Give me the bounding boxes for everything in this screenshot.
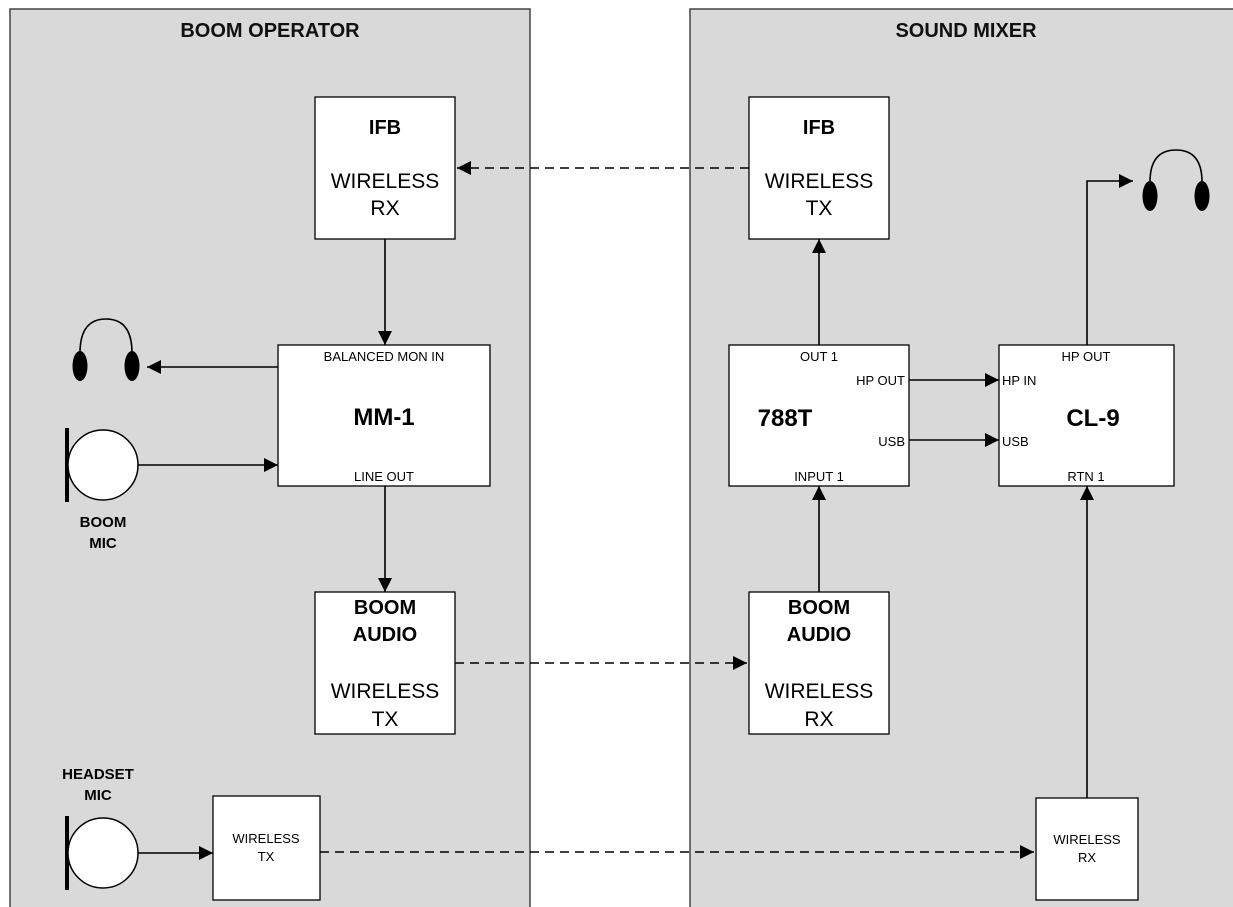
ifb-tx-line1: WIRELESS	[765, 170, 874, 193]
boom-mic-label-line2: MIC	[89, 535, 117, 552]
t788-hp-out-label: HP OUT	[856, 373, 905, 388]
headset-tx-line1: WIRELESS	[232, 831, 300, 846]
ifb-rx-line2: RX	[370, 197, 399, 220]
sound-mixer-title: SOUND MIXER	[895, 20, 1037, 42]
t788-usb-label: USB	[878, 434, 905, 449]
mm1-title: MM-1	[353, 404, 414, 431]
cl9-hp-out-label: HP OUT	[1062, 349, 1111, 364]
microphone-icon	[65, 428, 139, 502]
headset-rx-line2: RX	[1078, 850, 1096, 865]
mm1-balanced-mon-in-label: BALANCED MON IN	[324, 349, 445, 364]
boom-audio-tx-line1: BOOM	[354, 597, 416, 619]
t788-input1-label: INPUT 1	[794, 469, 844, 484]
mixer-headphones-icon	[1142, 149, 1210, 211]
headset-rx-line1: WIRELESS	[1053, 832, 1121, 847]
t788-title: 788T	[758, 405, 813, 432]
headset-tx-line2: TX	[258, 849, 275, 864]
headset-mic-label-line2: MIC	[84, 787, 112, 804]
boom-audio-rx-line3: WIRELESS	[765, 680, 874, 703]
boom-audio-tx-line4: TX	[372, 708, 399, 731]
cl9-box: HP OUT HP IN CL-9 USB RTN 1	[998, 344, 1175, 487]
boom-audio-rx-line2: AUDIO	[787, 624, 851, 646]
boom-audio-wireless-tx-box: BOOM AUDIO WIRELESS TX	[314, 591, 456, 735]
cl9-to-headphones-arrow	[1086, 174, 1133, 345]
cl9-rtn1-label: RTN 1	[1067, 469, 1104, 484]
ifb-rx-title: IFB	[369, 117, 401, 139]
ifb-tx-title: IFB	[803, 117, 835, 139]
boom-audio-rx-line1: BOOM	[788, 597, 850, 619]
boom-operator-title: BOOM OPERATOR	[180, 20, 360, 42]
cl9-hp-in-label: HP IN	[1002, 373, 1036, 388]
boom-audio-tx-line3: WIRELESS	[331, 680, 440, 703]
ifb-wireless-tx-box: IFB WIRELESS TX	[748, 96, 890, 240]
mm1-line-out-label: LINE OUT	[354, 469, 414, 484]
ifb-tx-line2: TX	[806, 197, 833, 220]
boom-audio-rx-line4: RX	[804, 708, 833, 731]
headset-mic-label-line1: HEADSET	[62, 766, 134, 783]
boom-mic-label-line1: BOOM	[80, 514, 127, 531]
mm1-box: BALANCED MON IN MM-1 LINE OUT	[277, 344, 491, 487]
recorder-788t-box: OUT 1 HP OUT 788T USB INPUT 1	[728, 344, 910, 487]
ifb-rx-line1: WIRELESS	[331, 170, 440, 193]
headset-wireless-rx-box: WIRELESS RX	[1035, 797, 1139, 901]
cl9-usb-label: USB	[1002, 434, 1029, 449]
boom-audio-wireless-rx-box: BOOM AUDIO WIRELESS RX	[748, 591, 890, 735]
t788-out1-label: OUT 1	[800, 349, 838, 364]
headphones-icon	[72, 318, 140, 381]
ifb-wireless-rx-box: IFB WIRELESS RX	[314, 96, 456, 240]
cl9-title: CL-9	[1066, 405, 1119, 432]
headset-wireless-tx-box: WIRELESS TX	[212, 795, 321, 901]
boom-audio-tx-line2: AUDIO	[353, 624, 417, 646]
